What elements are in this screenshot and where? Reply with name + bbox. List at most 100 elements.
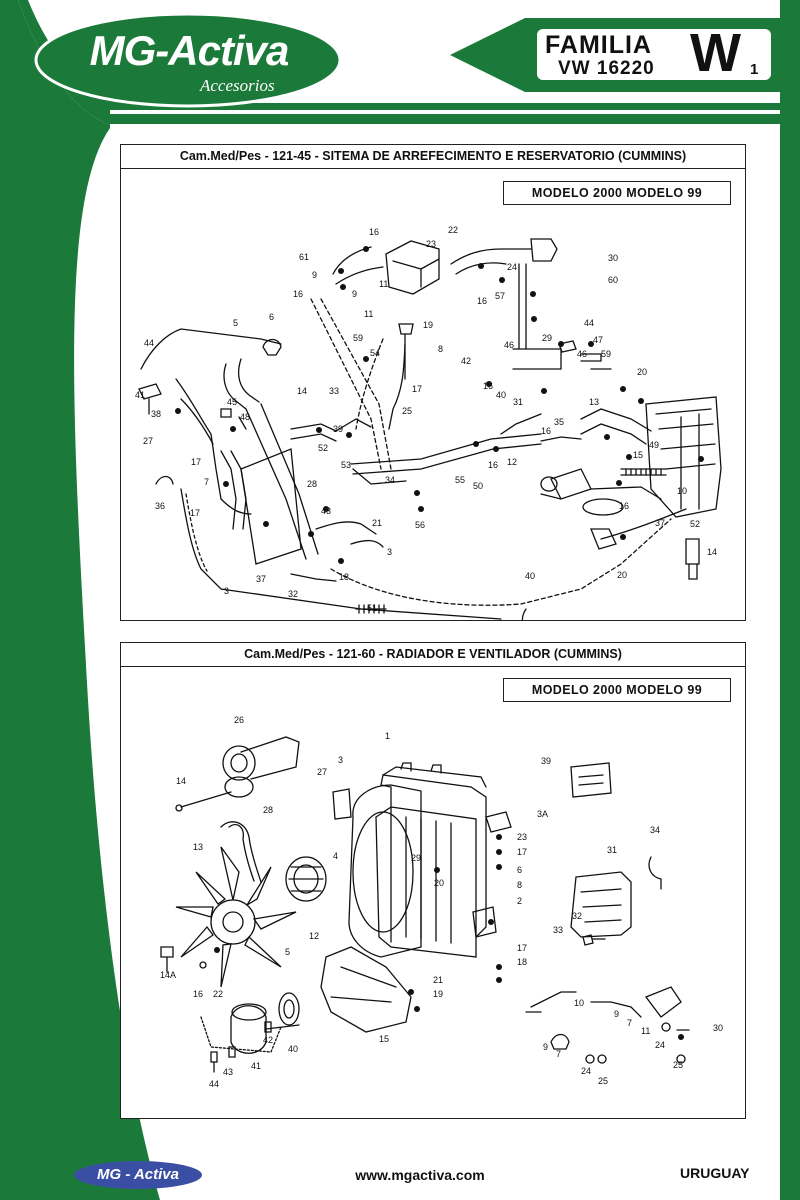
panel-title: Cam.Med/Pes - 121-45 - SITEMA DE ARREFEC… bbox=[121, 145, 745, 169]
callout: 16 bbox=[193, 989, 203, 999]
callout: 11 bbox=[641, 1026, 650, 1036]
callout: 19 bbox=[433, 989, 443, 999]
callout: 11 bbox=[364, 309, 373, 319]
family-letter: W bbox=[690, 23, 741, 83]
callout: 4 bbox=[333, 851, 338, 861]
callout: 55 bbox=[455, 475, 465, 485]
footer-url-link[interactable]: www.mgactiva.com bbox=[355, 1167, 485, 1183]
callout: 17 bbox=[412, 384, 422, 394]
callout: 37 bbox=[655, 518, 665, 528]
callout: 41 bbox=[251, 1061, 261, 1071]
callout: 51 bbox=[367, 603, 377, 613]
callout: 38 bbox=[151, 409, 161, 419]
callout: 29 bbox=[542, 333, 552, 343]
callout: 30 bbox=[608, 253, 618, 263]
callout: 3 bbox=[224, 586, 229, 596]
model-box: MODELO 2000 MODELO 99 bbox=[503, 181, 731, 205]
callout: 7 bbox=[627, 1018, 632, 1028]
callout: 15 bbox=[379, 1034, 389, 1044]
panel2-callouts: 26 1 39 3 27 14 28 3A 23 13 34 17 29 6 4… bbox=[160, 715, 723, 1089]
callout: 6 bbox=[269, 312, 274, 322]
family-box bbox=[535, 27, 773, 82]
family-label: FAMILIA bbox=[545, 31, 652, 59]
left-green-band bbox=[0, 0, 160, 1200]
callout: 23 bbox=[517, 832, 527, 842]
callout: 25 bbox=[402, 406, 412, 416]
callout: 2 bbox=[517, 896, 522, 906]
callout: 36 bbox=[155, 501, 165, 511]
callout: 40 bbox=[288, 1044, 298, 1054]
callout: 6 bbox=[517, 865, 522, 875]
model-box: MODELO 2000 MODELO 99 bbox=[503, 678, 731, 702]
callout: 57 bbox=[495, 291, 505, 301]
callout: 12 bbox=[309, 931, 319, 941]
callout: 9 bbox=[614, 1009, 619, 1019]
brand-logo-text: MG-Activa bbox=[89, 27, 290, 74]
callout: 13 bbox=[193, 842, 203, 852]
callout: 59 bbox=[601, 349, 611, 359]
callout: 30 bbox=[713, 1023, 723, 1033]
callout: 18 bbox=[339, 572, 349, 582]
callout: 17 bbox=[191, 457, 201, 467]
callout: 34 bbox=[650, 825, 660, 835]
callout: 20 bbox=[617, 570, 627, 580]
callout: 27 bbox=[317, 767, 327, 777]
callout: 61 bbox=[299, 252, 309, 262]
callout: 31 bbox=[607, 845, 617, 855]
callout: 14 bbox=[297, 386, 307, 396]
footer-country: URUGUAY bbox=[680, 1165, 750, 1181]
callout: 56 bbox=[415, 520, 425, 530]
callout: 16 bbox=[488, 460, 498, 470]
callout: 18 bbox=[517, 957, 527, 967]
callout: 7 bbox=[204, 477, 209, 487]
callout: 28 bbox=[307, 479, 317, 489]
callout: 24 bbox=[581, 1066, 591, 1076]
callout: 39 bbox=[541, 756, 551, 766]
logo-ellipse bbox=[34, 12, 342, 108]
callout: 43 bbox=[223, 1067, 233, 1077]
callout: 33 bbox=[329, 386, 339, 396]
panel1-callouts: 16 23 22 61 30 24 9 11 16 9 60 16 11 57 … bbox=[135, 225, 717, 613]
callout: 31 bbox=[513, 397, 523, 407]
callout: 9 bbox=[312, 270, 317, 280]
callout: 32 bbox=[288, 589, 298, 599]
callout: 28 bbox=[263, 805, 273, 815]
callout: 21 bbox=[372, 518, 382, 528]
callout: 43 bbox=[321, 506, 331, 516]
callout: 5 bbox=[233, 318, 238, 328]
family-model: VW 16220 bbox=[558, 58, 655, 79]
callout: 44 bbox=[209, 1079, 219, 1089]
callout: 40 bbox=[496, 390, 506, 400]
callout: 33 bbox=[553, 925, 563, 935]
callout: 50 bbox=[473, 481, 483, 491]
callout: 52 bbox=[318, 443, 328, 453]
panel-title: Cam.Med/Pes - 121-60 - RADIADOR E VENTIL… bbox=[121, 643, 745, 667]
callout: 17 bbox=[190, 508, 200, 518]
callout: 24 bbox=[655, 1040, 665, 1050]
callout: 20 bbox=[637, 367, 647, 377]
callout: 25 bbox=[673, 1060, 683, 1070]
callout: 54 bbox=[370, 348, 380, 358]
brand-subtitle: Accesorios bbox=[200, 76, 275, 95]
callout: 32 bbox=[572, 911, 582, 921]
callout: 14 bbox=[707, 547, 717, 557]
callout: 10 bbox=[574, 998, 584, 1008]
callout: 41 bbox=[135, 390, 145, 400]
callout: 14A bbox=[160, 970, 176, 980]
callout: 7 bbox=[556, 1049, 561, 1059]
callout: 19 bbox=[423, 320, 433, 330]
callout: 35 bbox=[554, 417, 564, 427]
family-number: 1 bbox=[750, 61, 759, 78]
callout: 17 bbox=[517, 847, 527, 857]
callout: 23 bbox=[426, 239, 436, 249]
callout: 11 bbox=[379, 279, 388, 289]
callout: 52 bbox=[690, 519, 700, 529]
callout: 46 bbox=[504, 340, 514, 350]
callout: 40 bbox=[525, 571, 535, 581]
callout: 39 bbox=[333, 424, 343, 434]
callout: 3 bbox=[387, 547, 392, 557]
callout: 20 bbox=[434, 878, 444, 888]
callout: 10 bbox=[677, 486, 687, 496]
panel-radiator-fan: Cam.Med/Pes - 121-60 - RADIADOR E VENTIL… bbox=[120, 642, 746, 1119]
